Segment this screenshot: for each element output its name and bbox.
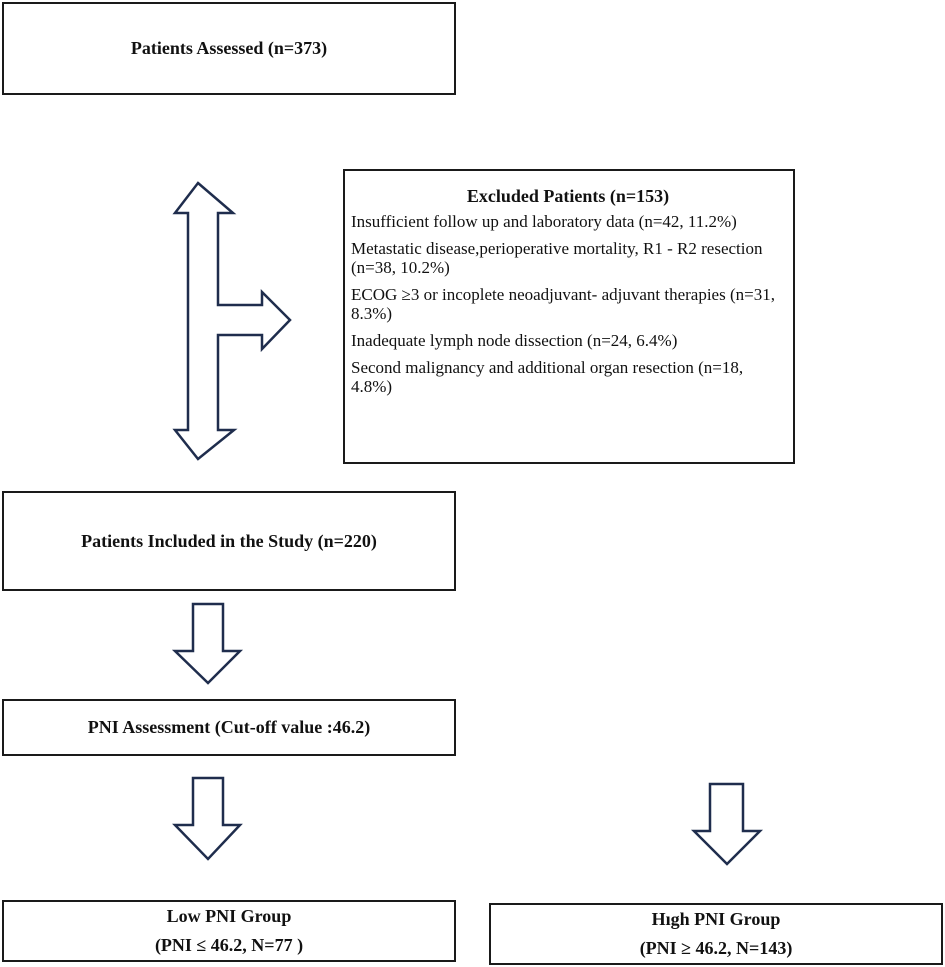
- exclusion-reason: Metastatic disease,perioperative mortali…: [351, 239, 763, 277]
- low-pni-group-title: Low PNI Group: [166, 906, 292, 926]
- branch-arrow-icon: [172, 181, 292, 461]
- high-pni-group-box: Hıgh PNI Group (PNI ≥ 46.2, N=143): [489, 903, 943, 965]
- pni-assessment-box: PNI Assessment (Cut-off value :46.2): [2, 699, 456, 756]
- patients-included-box: Patients Included in the Study (n=220): [2, 491, 456, 591]
- excluded-patients-box: Excluded Patients (n=153) Insufficient f…: [343, 169, 795, 464]
- patients-assessed-label: Patients Assessed (n=373): [130, 38, 328, 58]
- down-arrow-icon: [172, 776, 243, 861]
- exclusion-reason: Inadequate lymph node dissection (n=24, …: [351, 331, 678, 350]
- exclusion-reason: Second malignancy and additional organ r…: [351, 358, 744, 396]
- low-pni-group-detail: (PNI ≤ 46.2, N=77 ): [154, 935, 304, 955]
- down-arrow-icon: [171, 602, 244, 685]
- excluded-patients-title: Excluded Patients (n=153): [466, 186, 670, 206]
- exclusion-reason: Insufficient follow up and laboratory da…: [351, 212, 737, 231]
- high-pni-group-title: Hıgh PNI Group: [651, 909, 781, 929]
- high-pni-group-detail: (PNI ≥ 46.2, N=143): [639, 938, 793, 958]
- patients-included-label: Patients Included in the Study (n=220): [81, 530, 377, 551]
- exclusion-reason: ECOG ≥3 or incoplete neoadjuvant- adjuva…: [351, 285, 775, 323]
- pni-assessment-label: PNI Assessment (Cut-off value :46.2): [87, 717, 371, 737]
- down-arrow-icon: [690, 782, 764, 866]
- low-pni-group-box: Low PNI Group (PNI ≤ 46.2, N=77 ): [2, 900, 456, 962]
- patients-assessed-box: Patients Assessed (n=373): [2, 2, 456, 95]
